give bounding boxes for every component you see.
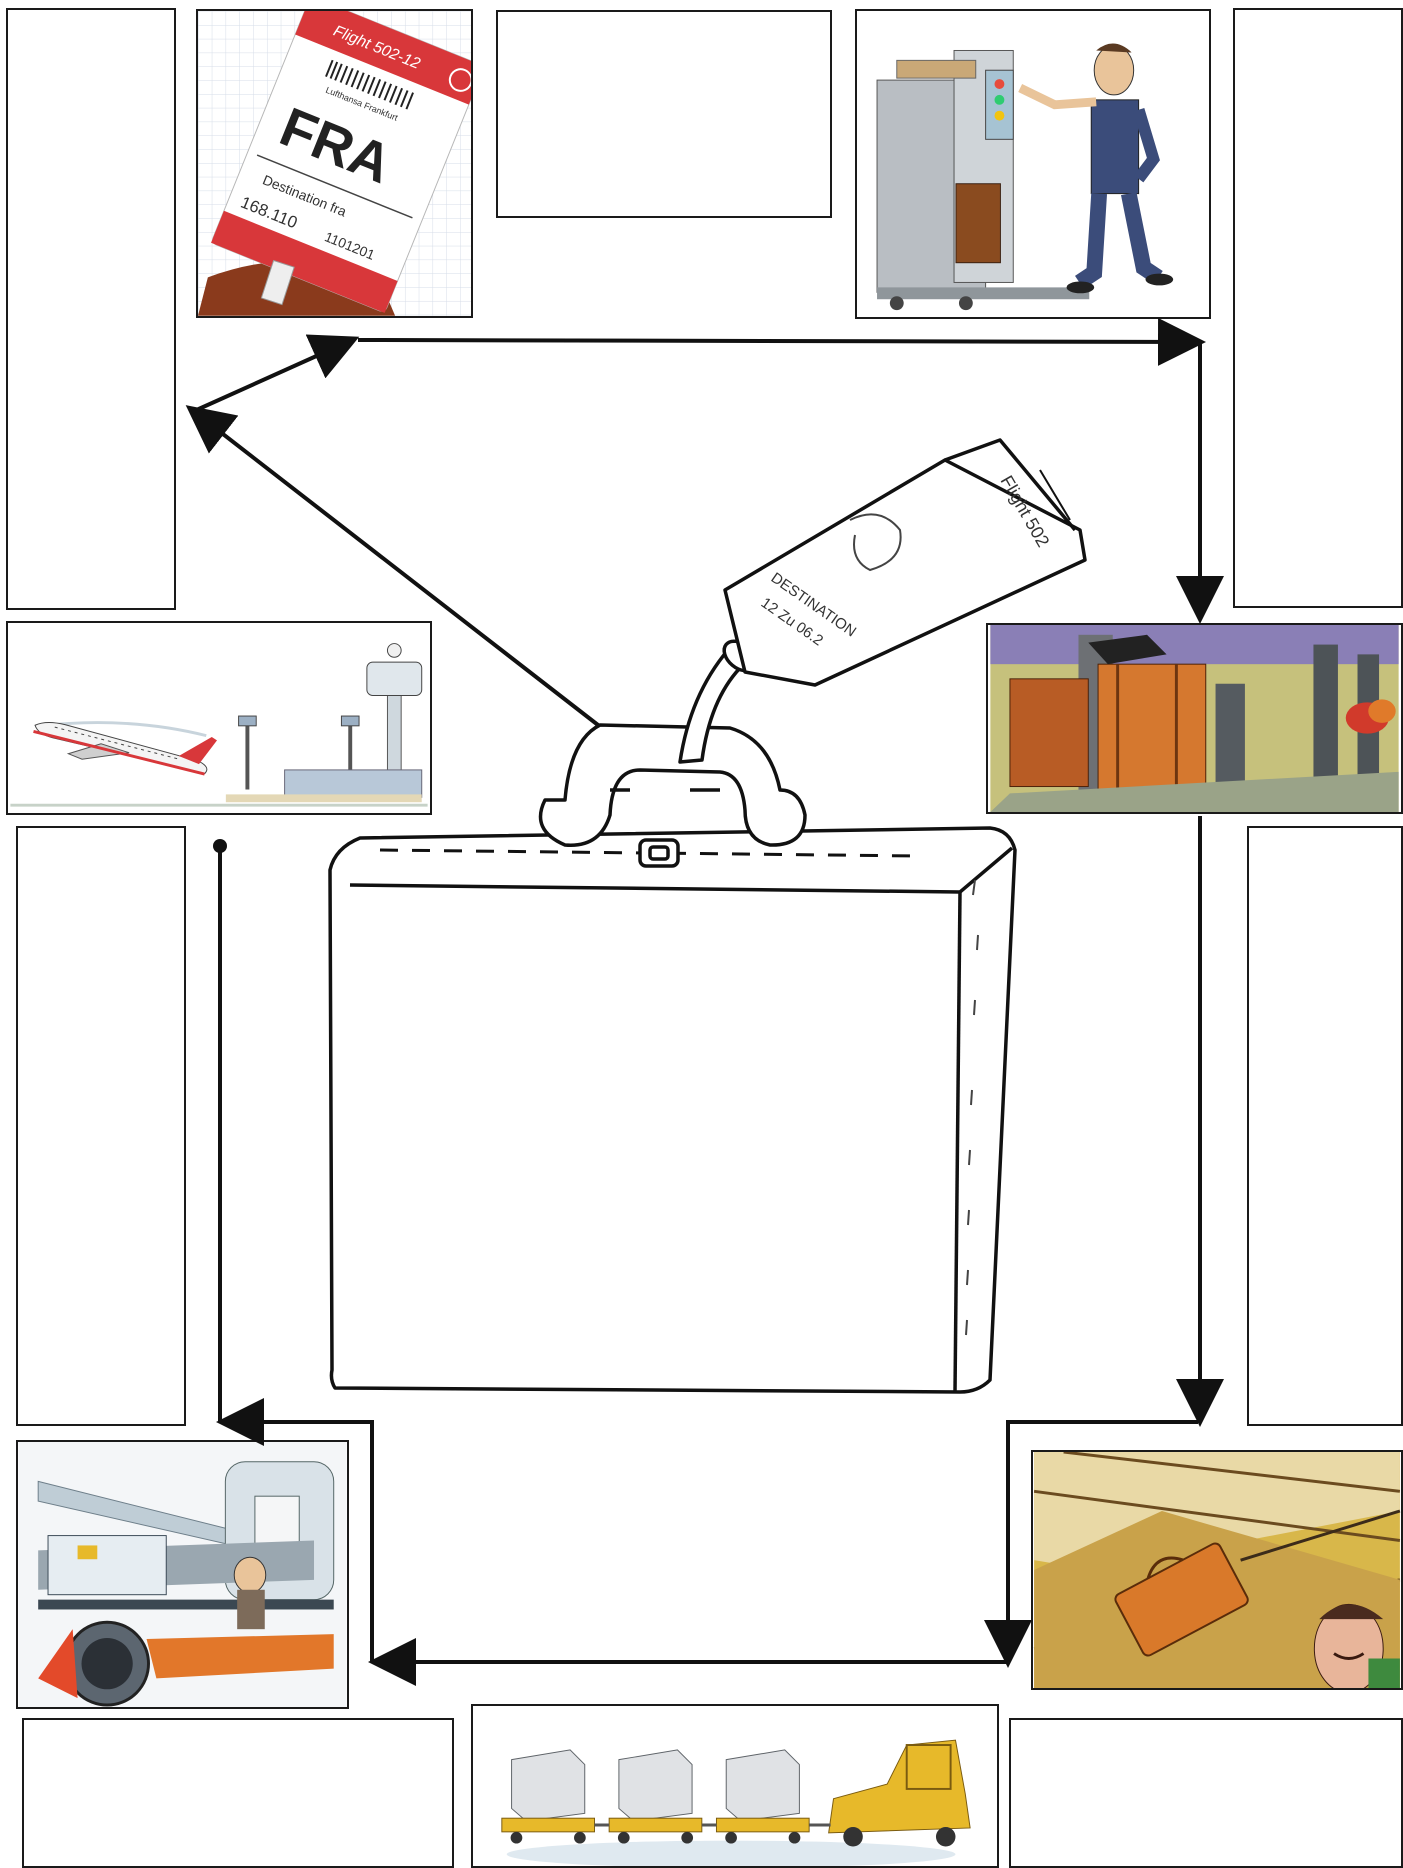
arrow-to-left-bottom: [216, 1398, 374, 1662]
write-in-box-left-top[interactable]: [6, 8, 176, 610]
airplane-takeoff-icon: [10, 623, 428, 813]
check-in-machine-icon: [857, 11, 1209, 317]
baggage-cart-train-icon: [477, 1706, 993, 1866]
arrow-top-horizontal: [357, 317, 1206, 366]
write-in-box-right-middle[interactable]: [1247, 826, 1403, 1426]
write-in-box-bottom-left[interactable]: [22, 1718, 454, 1868]
check-in-machine-picture: [855, 9, 1211, 319]
luggage-tag-picture: Flight 502-12 Lufthansa Frankfurt FRA De…: [196, 9, 473, 318]
arrow-to-sorting: [984, 1420, 1198, 1668]
flow-end-dot: [213, 839, 227, 853]
baggage-cart-train-picture: [471, 1704, 999, 1868]
aircraft-loading-icon: [18, 1442, 347, 1707]
sorting-chute-picture: [1031, 1450, 1403, 1690]
arrow-to-left-box: [185, 405, 600, 727]
write-in-box-top-center[interactable]: [496, 10, 832, 218]
aircraft-loading-picture: [16, 1440, 349, 1709]
write-in-box-bottom-right[interactable]: [1009, 1718, 1403, 1868]
suitcase-drawing-icon: [328, 438, 1087, 1394]
arrow-to-tag: [191, 334, 360, 414]
sorting-chute-icon: [1033, 1452, 1401, 1688]
conveyor-belt-icon: [990, 625, 1399, 812]
conveyor-belt-picture: [986, 623, 1403, 814]
write-in-box-right-top[interactable]: [1233, 8, 1403, 608]
luggage-tag-icon: Flight 502-12 Lufthansa Frankfurt FRA De…: [198, 11, 471, 316]
flow-arrows: [185, 317, 1224, 1686]
write-in-box-left-middle[interactable]: [16, 826, 186, 1426]
airplane-takeoff-picture: [6, 621, 432, 815]
